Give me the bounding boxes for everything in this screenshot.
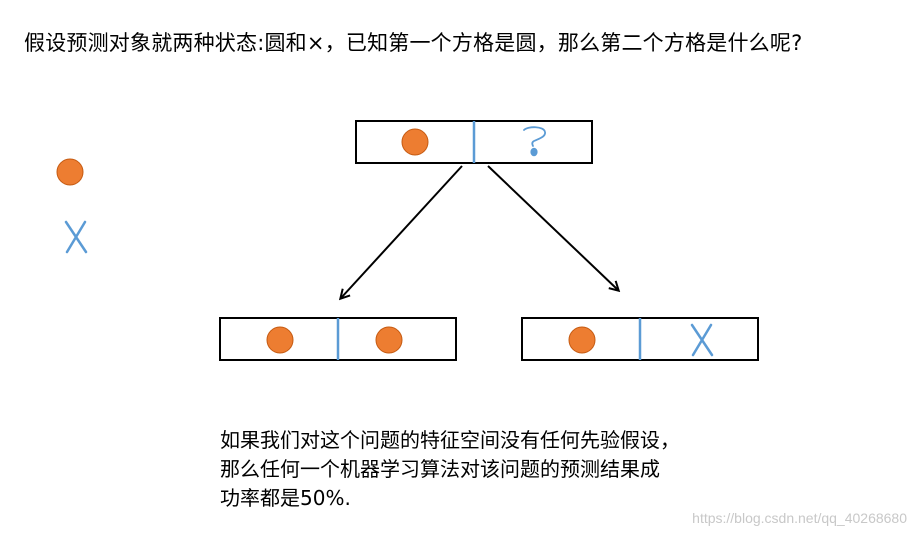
conclusion-line-1: 如果我们对这个问题的特征空间没有任何先验假设， bbox=[220, 428, 680, 452]
question-mark-icon bbox=[523, 126, 546, 157]
watermark: https://blog.csdn.net/qq_40268680 bbox=[692, 510, 907, 526]
legend-circle-icon bbox=[56, 158, 84, 186]
legend bbox=[56, 158, 88, 254]
right-child-cross-icon bbox=[690, 323, 714, 357]
right-child-box bbox=[521, 317, 759, 361]
conclusion-text: 如果我们对这个问题的特征空间没有任何先验假设， 那么任何一个机器学习算法对该问题… bbox=[220, 426, 780, 513]
left-branch-arrow bbox=[341, 165, 463, 298]
right-branch-arrow bbox=[487, 165, 618, 290]
conclusion-line-3: 功率都是50%. bbox=[220, 486, 351, 510]
right-child-circle-icon bbox=[568, 326, 596, 354]
left-child-circle-icon-2 bbox=[375, 326, 403, 354]
root-circle-icon bbox=[401, 128, 429, 156]
conclusion-line-2: 那么任何一个机器学习算法对该问题的预测结果成 bbox=[220, 457, 660, 481]
root-box bbox=[355, 120, 593, 164]
question-title: 假设预测对象就两种状态:圆和×，已知第一个方格是圆，那么第二个方格是什么呢? bbox=[24, 31, 803, 55]
left-child-circle-icon-1 bbox=[266, 326, 294, 354]
legend-cross-icon bbox=[64, 220, 88, 254]
left-child-box bbox=[219, 317, 457, 361]
